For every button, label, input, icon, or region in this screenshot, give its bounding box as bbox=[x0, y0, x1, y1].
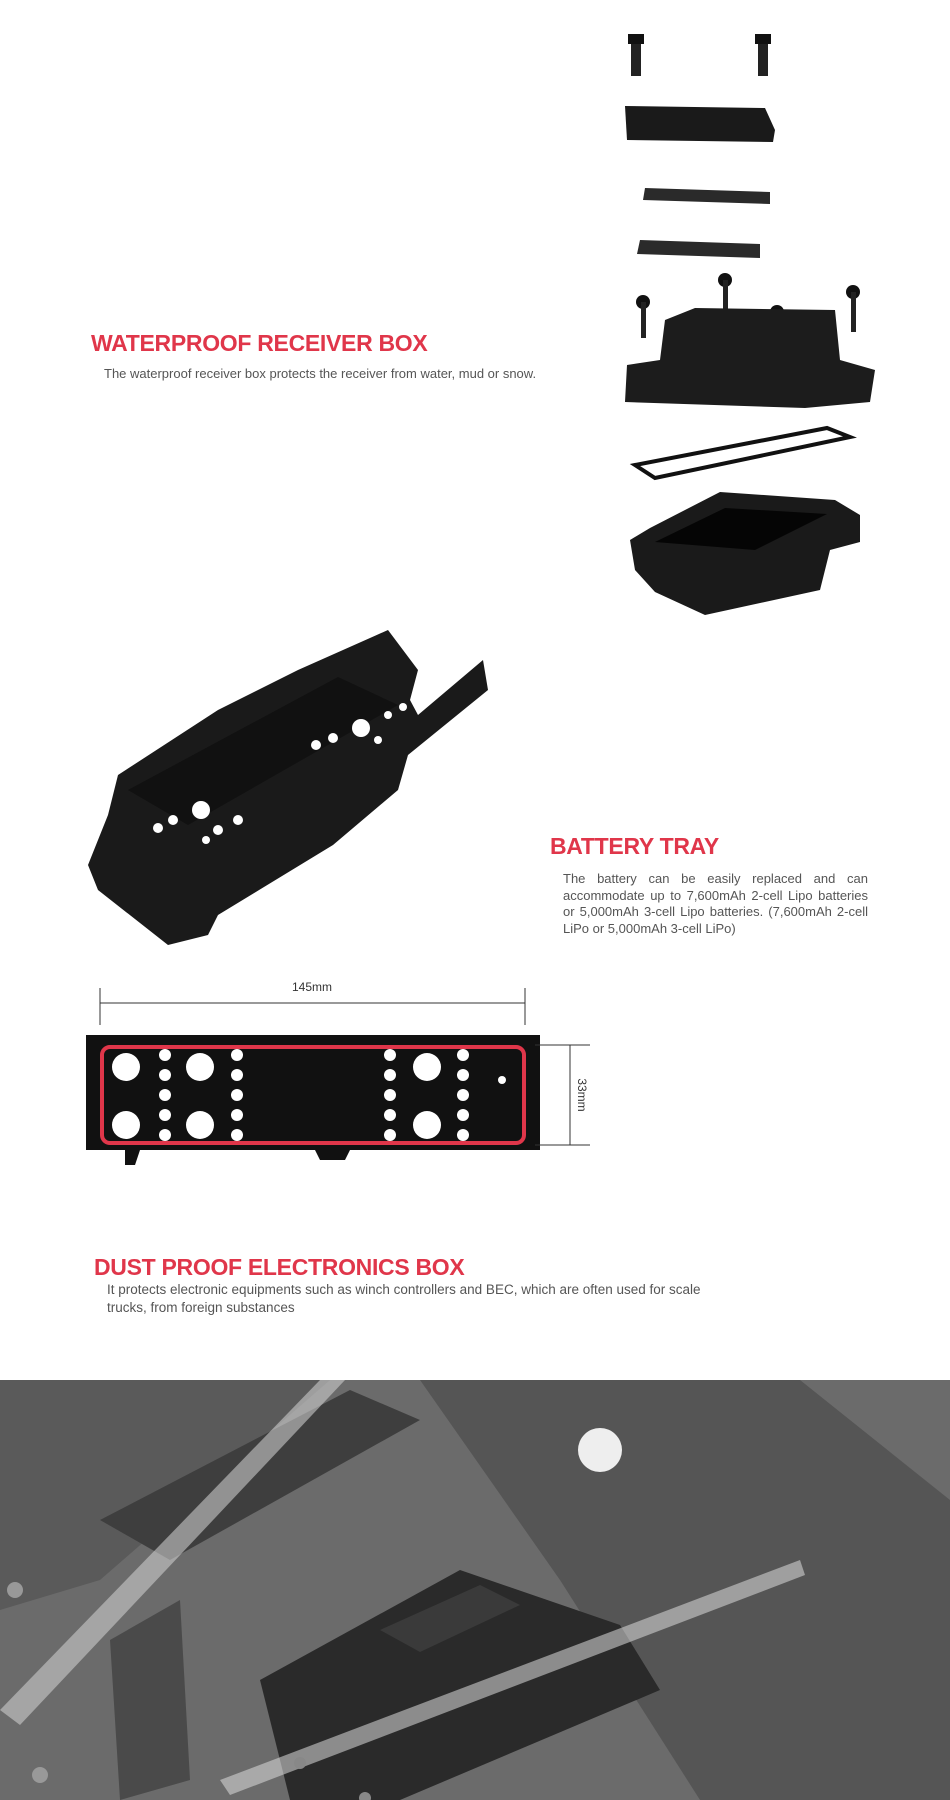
height-dimension-label: 33mm bbox=[575, 1078, 589, 1111]
battery-area-highlight bbox=[100, 1045, 526, 1145]
electronics-box-title: DUST PROOF ELECTRONICS BOX bbox=[94, 1254, 465, 1280]
battery-tray-dimension-drawing: 145mm 33mm bbox=[86, 980, 590, 1165]
battery-tray-title: BATTERY TRAY bbox=[550, 833, 719, 859]
length-dimension-label: 145mm bbox=[292, 980, 332, 994]
battery-tray-description: The battery can be easily replaced and c… bbox=[563, 871, 868, 936]
receiver-box-description: The waterproof receiver box protects the… bbox=[104, 366, 537, 381]
receiver-box-title: WATERPROOF RECEIVER BOX bbox=[91, 330, 428, 356]
electronics-box-description: It protects electronic equipments such a… bbox=[107, 1282, 701, 1315]
electronics-box-installed-photo bbox=[0, 1380, 950, 1800]
battery-tray-image bbox=[88, 630, 488, 945]
receiver-box-exploded-image bbox=[625, 34, 875, 615]
